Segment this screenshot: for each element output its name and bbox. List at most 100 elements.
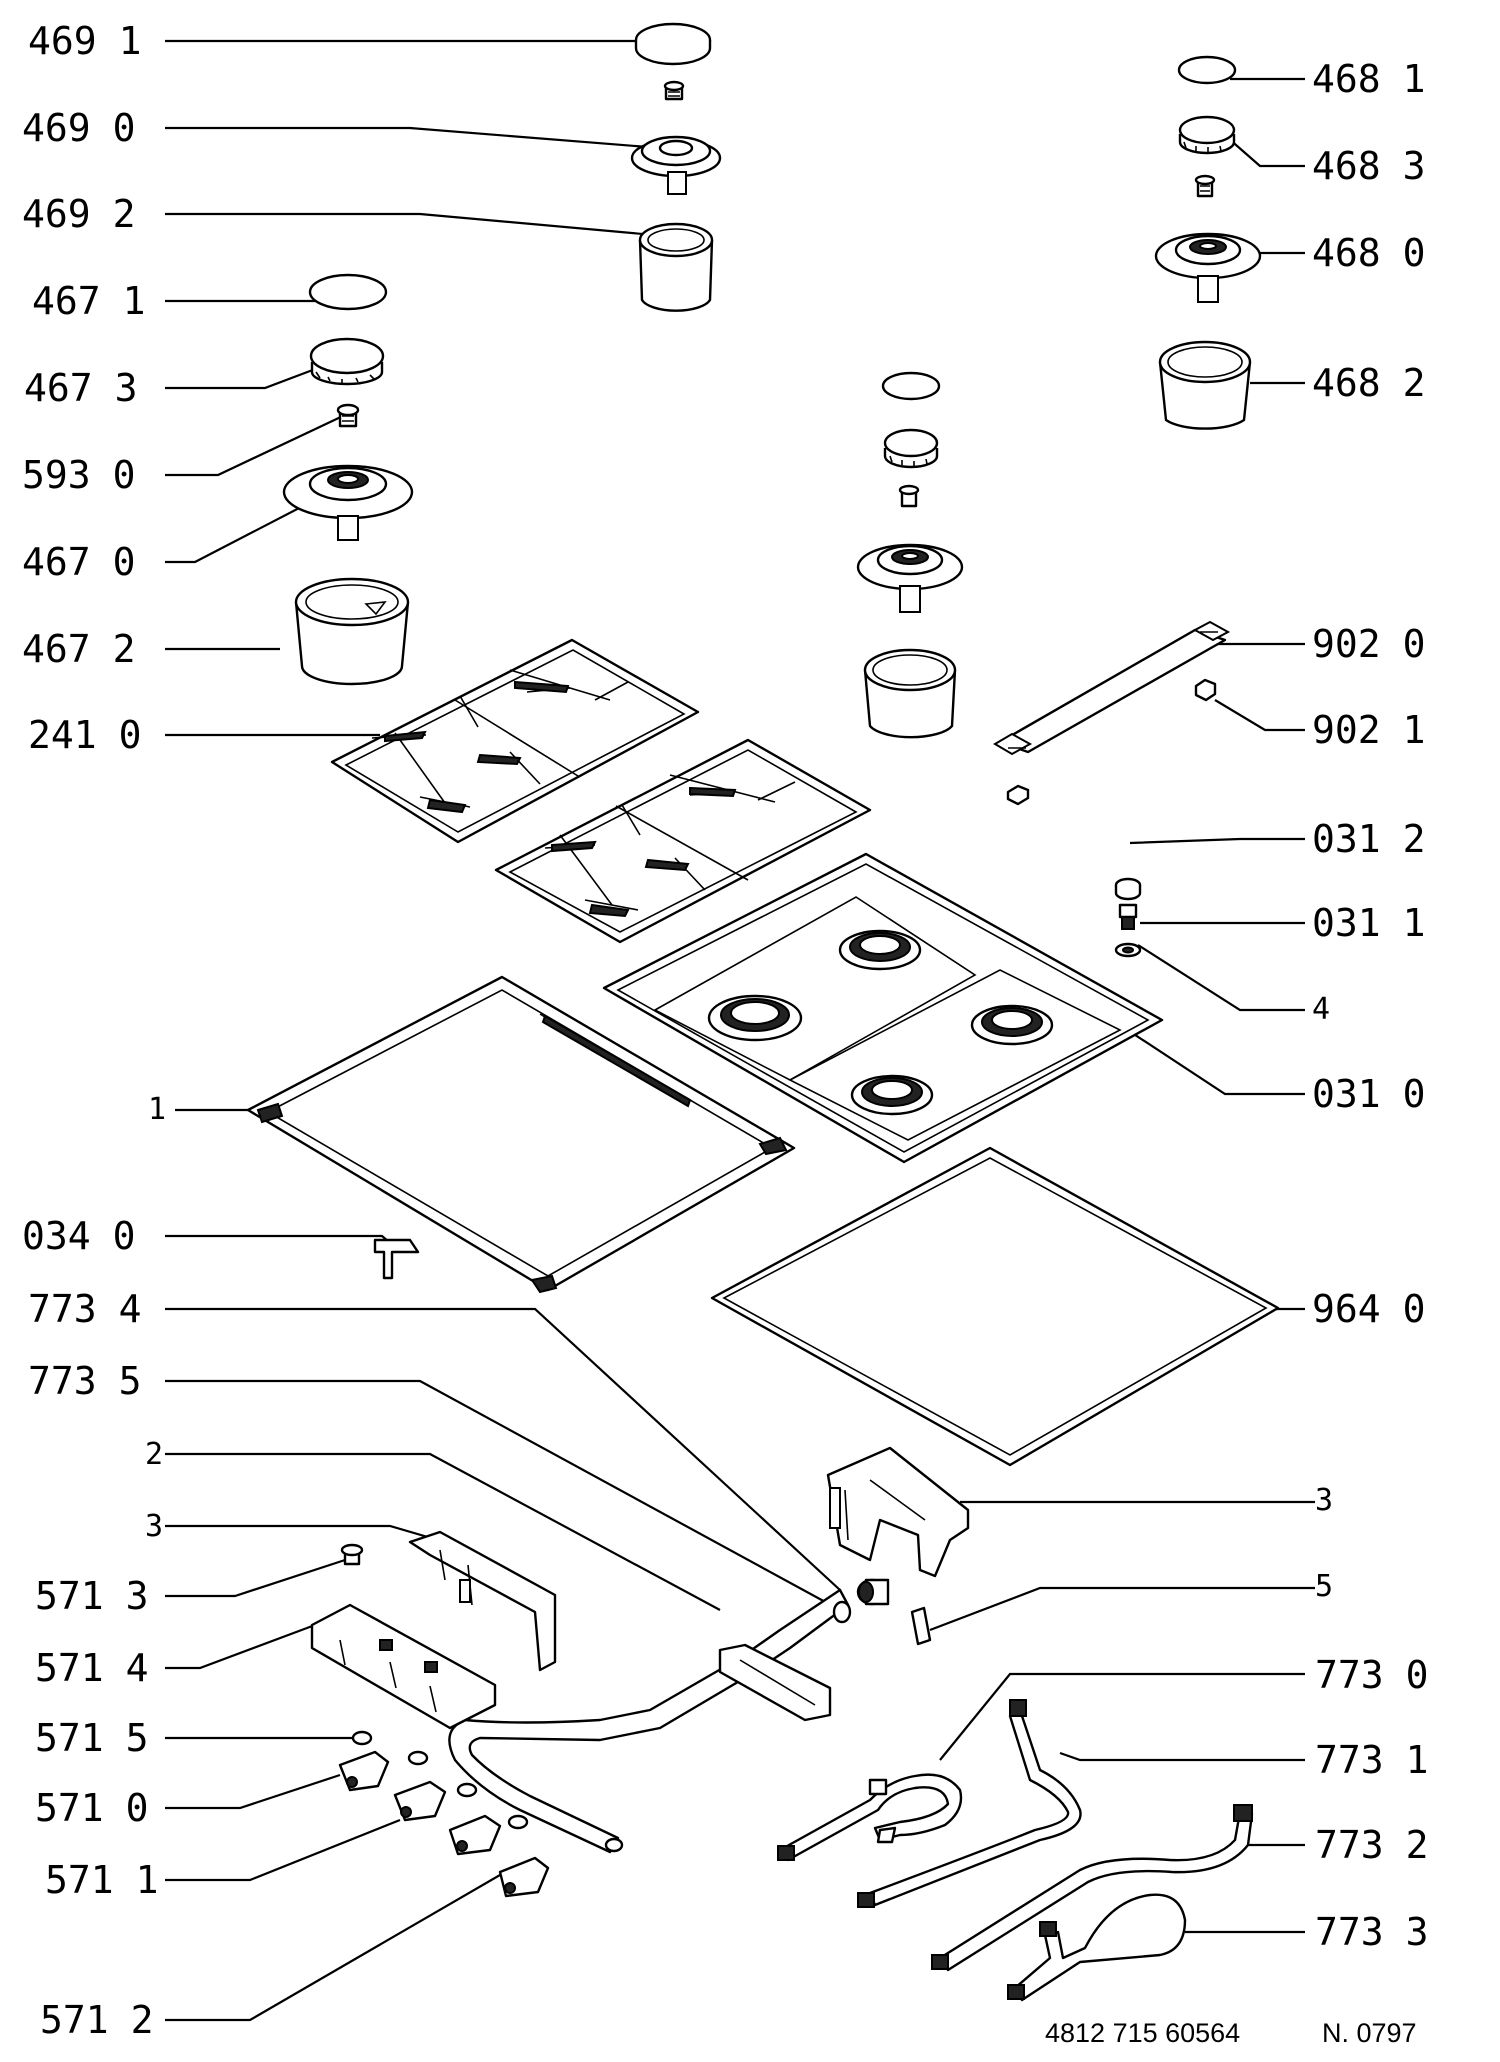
pipe-773-3 [1007,1893,1187,2002]
callout-469-0: 469 0 [22,109,136,147]
part-number: 902 [1312,622,1381,666]
part-number: 467 [22,540,91,584]
leader-lines [165,39,1315,2022]
burner-cup-center [863,648,957,739]
burner-crown-center [883,428,939,469]
cap-031-2 [1114,877,1142,901]
part-number: 773 [28,1359,97,1403]
cooktop-plate-031-0 [602,852,1164,1164]
valve-rail-571-4 [310,1603,497,1730]
callout-468-3: 468 3 [1312,147,1426,185]
part-number: 571 [35,1574,104,1618]
valve-571-0 [338,1750,429,1792]
document-number: 4812 715 60564 [1045,2018,1241,2048]
part-number: 1 [148,1092,167,1127]
part-number: 467 [22,627,91,671]
part-number: 964 [1312,1287,1381,1331]
pin-031-1 [1118,903,1138,930]
part-index: 1 [122,279,146,323]
part-number: 468 [1312,144,1381,188]
burner-cap-469-1 [634,22,712,66]
callout-571-3: 571 3 [35,1577,149,1615]
frame-1 [246,975,796,1294]
part-index: 0 [118,713,142,757]
part-number: 241 [28,713,97,757]
part-index: 2 [112,192,136,236]
injector-468 [1194,174,1216,198]
nut-902-small [1006,784,1030,806]
part-number: 2 [145,1437,164,1472]
callout-3-left: 3 [145,1512,163,1542]
gasket-773-5 [832,1600,852,1624]
part-number: 3 [145,1509,164,1544]
burner-cup-468-2 [1158,340,1252,430]
burner-head-467-0 [282,464,414,541]
part-index: 0 [1402,231,1426,275]
gas-manifold-tube [448,1588,850,1854]
part-number: 468 [1312,231,1381,275]
part-number: 773 [1315,1910,1384,1954]
part-index: 1 [1402,57,1426,101]
part-number: 571 [35,1716,104,1760]
part-index: 3 [1402,144,1426,188]
part-number: 773 [1315,1738,1384,1782]
callout-773-5: 773 5 [28,1362,142,1400]
burner-cap-468-1 [1177,55,1237,85]
part-number: 469 [22,106,91,150]
part-index: 0 [1402,1072,1426,1116]
callout-468-0: 468 0 [1312,234,1426,272]
valve-571-2 [448,1814,529,1856]
callout-1: 1 [148,1095,166,1125]
part-index: 3 [125,1574,149,1618]
part-index: 0 [112,106,136,150]
part-index: 2 [130,1998,154,2042]
pan-support-241-0-right [494,738,872,944]
part-number: 773 [1315,1823,1384,1867]
part-number: 5 [1315,1569,1334,1604]
callout-902-1: 902 1 [1312,711,1426,749]
part-number: 902 [1312,708,1381,752]
part-number: 467 [32,279,101,323]
pipe-bracket-2 [718,1643,832,1722]
part-index: 1 [118,19,142,63]
bracket-3-left [408,1530,557,1672]
connector-773-5 [856,1578,890,1606]
part-index: 5 [118,1359,142,1403]
ring-571-5 [351,1730,373,1746]
injector-593-0 [336,403,360,428]
pan-support-241-0-left [330,638,700,844]
part-number: 571 [35,1646,104,1690]
part-index: 0 [112,540,136,584]
burner-cup-469-2 [638,222,714,312]
part-number: 593 [22,453,91,497]
burner-crown-467-3 [309,337,385,386]
part-number: 773 [28,1287,97,1331]
part-index: 1 [1402,708,1426,752]
screw-571-3 [340,1543,364,1566]
part-index: 3 [114,366,138,410]
washer-4 [1114,942,1142,958]
part-number: 3 [1315,1483,1334,1518]
bracket-034-0 [373,1238,420,1280]
part-index: 0 [1405,1653,1429,1697]
revision-number: N. 0797 [1322,2018,1417,2048]
callout-467-1: 467 1 [32,282,146,320]
burner-head-468-0 [1154,232,1262,303]
nut-902-1 [1194,678,1217,702]
callout-241-0: 241 0 [28,716,142,754]
pipe-773-2 [931,1804,1254,1972]
